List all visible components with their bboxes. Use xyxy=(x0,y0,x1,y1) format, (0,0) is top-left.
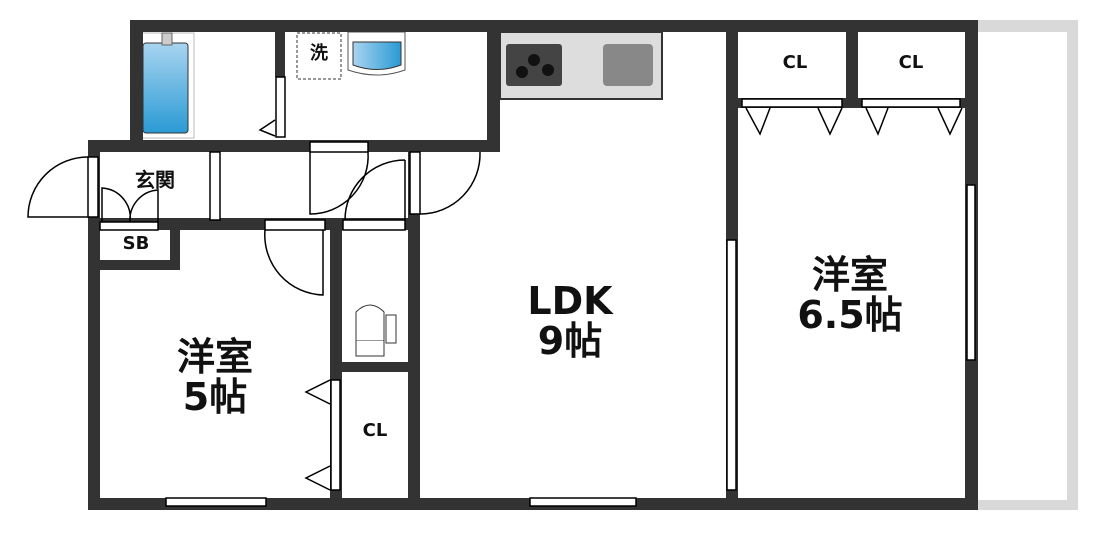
shoe-box-label: SB xyxy=(122,233,150,254)
closet-3-label: CL xyxy=(362,420,388,441)
closet-1-label: CL xyxy=(782,52,808,73)
western-room-large-size: 6.5帖 xyxy=(797,292,903,337)
wash-basin xyxy=(296,31,406,80)
western-room-large-name: 洋室 xyxy=(811,253,888,297)
closet-2-label: CL xyxy=(898,52,924,73)
entrance-label: 玄関 xyxy=(135,168,175,192)
toilet xyxy=(355,304,397,357)
bathtub xyxy=(135,32,195,139)
ldk-name: LDK xyxy=(527,279,613,323)
western-room-small-label: 洋室 5帖 xyxy=(145,335,285,419)
washer-label: 洗 xyxy=(310,43,328,64)
doors-windows xyxy=(27,76,976,507)
ldk-label: LDK 9帖 xyxy=(500,279,640,363)
western-room-small-name: 洋室 xyxy=(176,335,253,379)
kitchen-counter xyxy=(499,31,663,100)
western-room-large-label: 洋室 6.5帖 xyxy=(780,253,920,337)
ldk-size: 9帖 xyxy=(537,318,603,363)
western-room-small-size: 5帖 xyxy=(182,374,248,419)
balcony xyxy=(978,20,1078,510)
